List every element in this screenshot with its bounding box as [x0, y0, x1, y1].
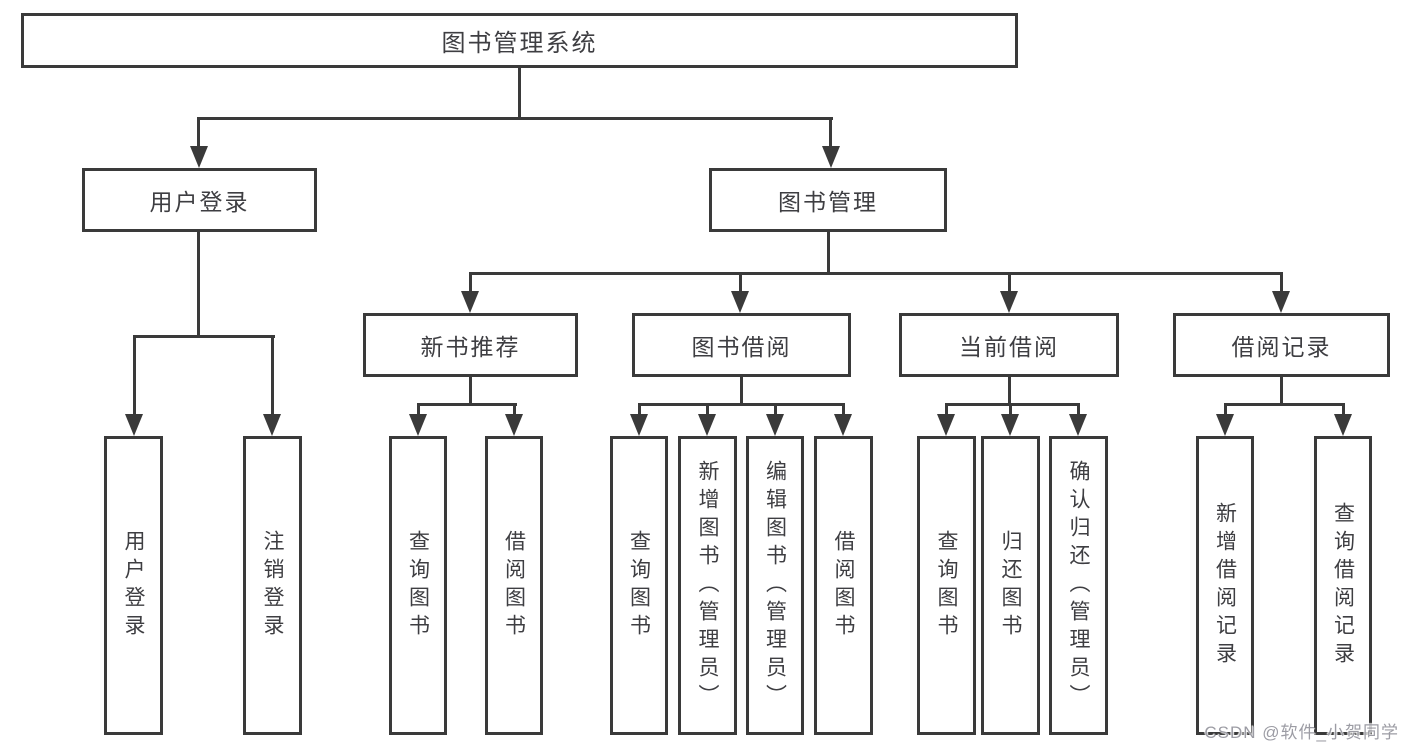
leaf-query-book-borrow: 查询图书: [610, 436, 668, 735]
connector: [1342, 406, 1345, 418]
connector: [706, 406, 709, 418]
leaf-add-book-admin: 新增图书（管理员）: [678, 436, 737, 735]
node-user-login: 用户登录: [82, 168, 317, 232]
connector: [1280, 275, 1283, 293]
arrow-down-icon: [461, 291, 479, 313]
connector: [133, 335, 275, 338]
leaf-confirm-return-admin: 确认归还（管理员）: [1049, 436, 1108, 735]
connector: [469, 272, 1283, 275]
arrow-down-icon: [1216, 414, 1234, 436]
arrow-down-icon: [409, 414, 427, 436]
connector: [518, 68, 521, 120]
arrow-down-icon: [190, 146, 208, 168]
connector: [1077, 406, 1080, 418]
connector: [1280, 377, 1283, 406]
leaf-edit-book-admin: 编辑图书（管理员）: [746, 436, 804, 735]
arrow-down-icon: [1334, 414, 1352, 436]
connector: [829, 120, 832, 148]
arrow-down-icon: [1001, 414, 1019, 436]
connector: [1009, 406, 1012, 418]
connector: [513, 406, 516, 418]
leaf-query-book-recommend: 查询图书: [389, 436, 447, 735]
connector: [740, 377, 743, 406]
connector: [133, 338, 136, 416]
arrow-down-icon: [766, 414, 784, 436]
leaf-query-book-current: 查询图书: [917, 436, 976, 735]
node-new-book-recommend: 新书推荐: [363, 313, 578, 377]
arrow-down-icon: [630, 414, 648, 436]
connector: [1224, 406, 1227, 418]
connector: [1008, 377, 1011, 406]
leaf-logout: 注销登录: [243, 436, 302, 735]
connector: [638, 406, 641, 418]
connector: [739, 275, 742, 293]
leaf-borrow-book: 借阅图书: [814, 436, 873, 735]
leaf-return-book: 归还图书: [981, 436, 1040, 735]
connector: [197, 117, 833, 120]
arrow-down-icon: [698, 414, 716, 436]
node-library-management-system: 图书管理系统: [21, 13, 1018, 68]
arrow-down-icon: [834, 414, 852, 436]
arrow-down-icon: [822, 146, 840, 168]
leaf-add-borrow-record: 新增借阅记录: [1196, 436, 1254, 735]
node-book-management: 图书管理: [709, 168, 947, 232]
connector: [469, 275, 472, 293]
arrow-down-icon: [505, 414, 523, 436]
connector: [774, 406, 777, 418]
connector: [1008, 275, 1011, 293]
connector: [945, 403, 1080, 406]
node-current-borrow: 当前借阅: [899, 313, 1119, 377]
arrow-down-icon: [1000, 291, 1018, 313]
arrow-down-icon: [263, 414, 281, 436]
connector: [638, 403, 845, 406]
arrow-down-icon: [1069, 414, 1087, 436]
node-book-borrow: 图书借阅: [632, 313, 851, 377]
arrow-down-icon: [1272, 291, 1290, 313]
arrow-down-icon: [937, 414, 955, 436]
connector: [842, 406, 845, 418]
arrow-down-icon: [125, 414, 143, 436]
arrow-down-icon: [731, 291, 749, 313]
leaf-query-borrow-record: 查询借阅记录: [1314, 436, 1372, 735]
connector: [197, 232, 200, 338]
connector: [469, 377, 472, 406]
csdn-watermark: CSDN @软件_小贺同学: [1204, 723, 1399, 742]
leaf-user-login: 用户登录: [104, 436, 163, 735]
connector: [197, 120, 200, 148]
node-borrow-records: 借阅记录: [1173, 313, 1390, 377]
connector: [1224, 403, 1345, 406]
connector: [417, 403, 517, 406]
connector: [417, 406, 420, 418]
connector: [271, 338, 274, 416]
connector: [827, 232, 830, 275]
connector: [945, 406, 948, 418]
leaf-borrow-book-recommend: 借阅图书: [485, 436, 543, 735]
